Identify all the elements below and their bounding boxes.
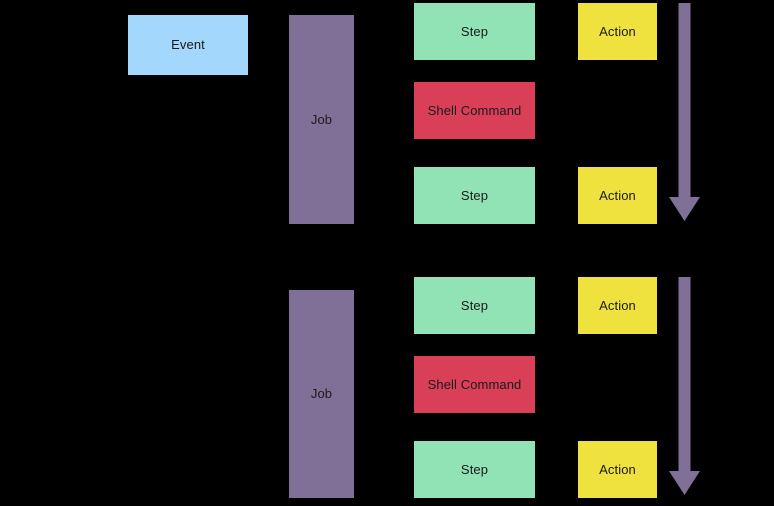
- node-action-1[interactable]: Action: [578, 3, 657, 60]
- node-shell-command-2[interactable]: Shell Command: [414, 356, 535, 413]
- node-label: Action: [599, 461, 636, 477]
- node-label: Step: [460, 187, 489, 203]
- node-action-3[interactable]: Action: [578, 277, 657, 334]
- arrow-shape-icon: [669, 3, 700, 221]
- node-label: Action: [599, 297, 636, 313]
- node-label: Step: [460, 461, 489, 477]
- node-label: Action: [599, 23, 636, 39]
- node-label: Action: [599, 187, 636, 203]
- node-label: Shell Command: [427, 102, 522, 118]
- node-action-4[interactable]: Action: [578, 441, 657, 498]
- node-shell-command-1[interactable]: Shell Command: [414, 82, 535, 139]
- arrow-shape-icon: [669, 277, 700, 495]
- node-event-1[interactable]: Event: [128, 15, 248, 75]
- node-step-4[interactable]: Step: [414, 441, 535, 498]
- node-step-1[interactable]: Step: [414, 3, 535, 60]
- node-label: Step: [460, 23, 489, 39]
- node-step-3[interactable]: Step: [414, 277, 535, 334]
- flow-arrow-down-2: [669, 277, 700, 495]
- node-label: Shell Command: [427, 376, 522, 392]
- node-action-2[interactable]: Action: [578, 167, 657, 224]
- flow-arrow-down-1: [669, 3, 700, 221]
- node-label: Job: [310, 386, 333, 402]
- node-step-2[interactable]: Step: [414, 167, 535, 224]
- node-job-1[interactable]: Job: [289, 15, 354, 224]
- node-label: Step: [460, 297, 489, 313]
- node-label: Job: [310, 111, 333, 127]
- node-job-2[interactable]: Job: [289, 290, 354, 498]
- node-label: Event: [171, 37, 205, 53]
